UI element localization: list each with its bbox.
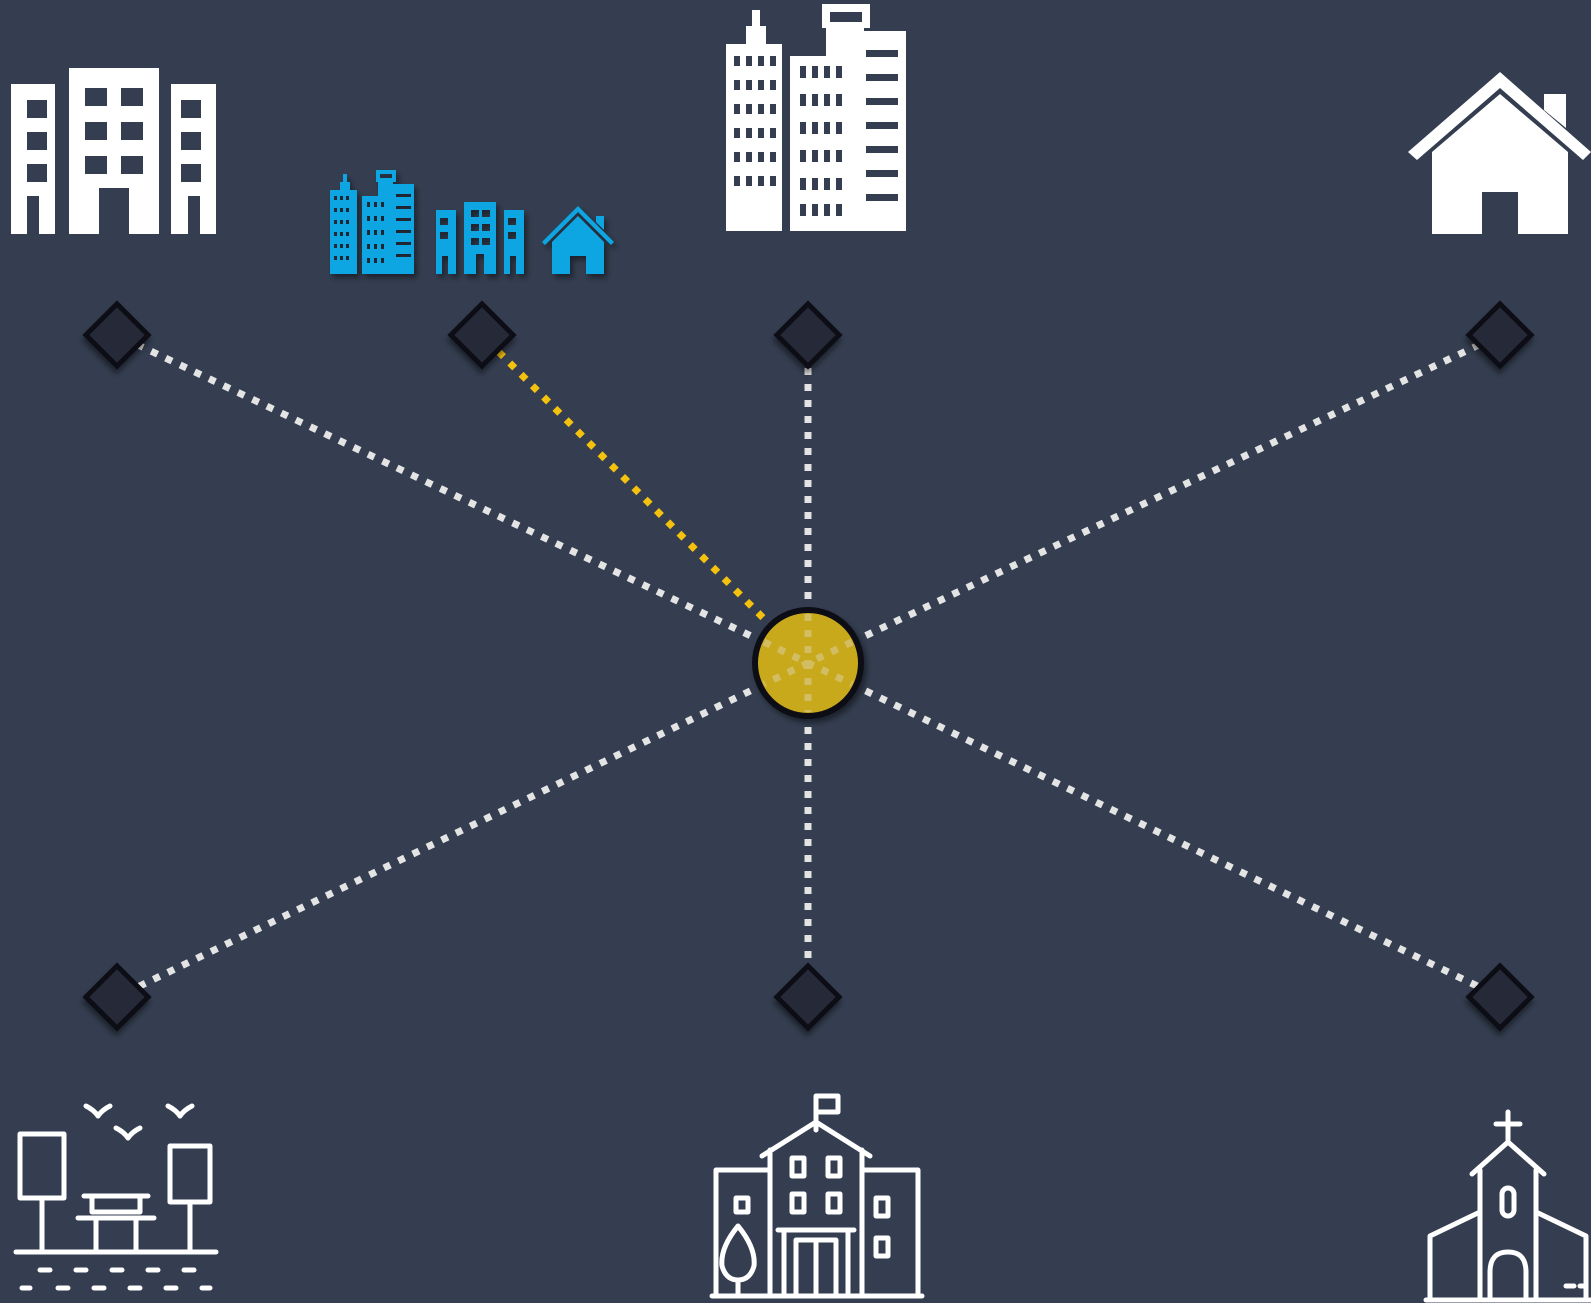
hub-overlay-dashes — [762, 614, 854, 712]
office-building-icon — [11, 68, 216, 234]
link-church — [806, 659, 1502, 1001]
house-icon — [1408, 72, 1591, 234]
node-diamond-skyscrapers[interactable] — [773, 300, 843, 370]
node-diamond-park[interactable] — [82, 962, 152, 1032]
node-diamond-house[interactable] — [1465, 300, 1535, 370]
hub-circle[interactable] — [752, 607, 864, 719]
church-icon — [1423, 1109, 1591, 1303]
node-diamond-church[interactable] — [1465, 962, 1535, 1032]
node-diamond-mixed-neighborhood[interactable] — [447, 300, 517, 370]
node-diamond-school[interactable] — [773, 962, 843, 1032]
link-house — [806, 331, 1502, 667]
skyline-office-house-icon — [330, 170, 614, 274]
link-park — [115, 659, 810, 1001]
skyscrapers-icon — [726, 4, 906, 231]
link-office — [115, 331, 810, 667]
node-diamond-office[interactable] — [82, 300, 152, 370]
link-mixed-neighborhood-active — [479, 332, 811, 666]
park-bench-icon — [13, 1103, 219, 1291]
diamond-nodes — [82, 300, 1535, 1032]
school-building-icon — [709, 1093, 925, 1299]
